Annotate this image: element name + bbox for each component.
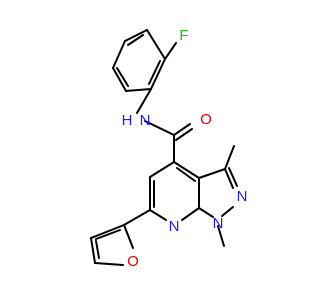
bond-core-to-furan [123, 209, 151, 226]
amide-hydrogen-label: H [122, 112, 133, 129]
bond-core-1 [149, 161, 175, 178]
bond-core-3 [149, 209, 167, 221]
bond-fluorine [164, 42, 177, 60]
fluorine-label: F [179, 27, 188, 44]
bond-methyl-top [224, 145, 235, 170]
bond-layer [90, 29, 238, 266]
pyridine-nitrogen-label: N [169, 218, 180, 235]
molecule-structure-canvas: F N H O N N N O [90, 26, 248, 270]
bond-core-6 [173, 161, 200, 179]
pyrazole-n2-label: N [237, 188, 248, 205]
bond-ring1-double-1 [127, 34, 144, 46]
bond-carbonyl-single [173, 123, 191, 136]
carbonyl-oxygen-label: O [200, 111, 212, 128]
bond-pyrazole-2 [224, 168, 234, 189]
bond-furan-3 [90, 237, 96, 264]
bond-methyl-bottom [217, 225, 225, 247]
chemical-structure-diagram: F N H O N N N O [90, 27, 248, 270]
bond-pyrazole-4 [198, 207, 214, 218]
amide-nitrogen-label: N [140, 112, 151, 129]
bond-ring1-e [125, 88, 152, 92]
bond-furan-double-1 [95, 240, 100, 259]
bond-core-4 [181, 207, 200, 221]
bond-ring1-b [124, 29, 148, 42]
bond-furan-double-2 [95, 229, 121, 240]
bond-furan-2 [94, 262, 124, 266]
bond-ring1-f [150, 58, 166, 90]
pyrazole-n1-label: N [213, 215, 224, 232]
bond-pyrazole-1 [198, 168, 226, 179]
bond-ring1-a [146, 29, 166, 60]
bond-pyrazole-double [228, 167, 238, 187]
bond-ring1-d [112, 67, 127, 92]
bond-carbonyl-double [175, 128, 193, 141]
bond-furan-4 [90, 224, 125, 239]
atom-label-layer: F N H O N N N O [122, 27, 248, 270]
bond-ring-to-amide-n [136, 88, 152, 114]
bond-furan-1 [123, 224, 134, 249]
bond-n-to-carbonyl [144, 120, 175, 136]
furan-oxygen-label: O [127, 253, 139, 270]
bond-pyrazole-3 [221, 206, 234, 217]
bond-ring1-double-3 [148, 60, 161, 85]
bond-ring1-double-2 [116, 67, 129, 87]
bond-ring1-c [112, 40, 126, 69]
bond-core-double-2 [176, 167, 196, 182]
